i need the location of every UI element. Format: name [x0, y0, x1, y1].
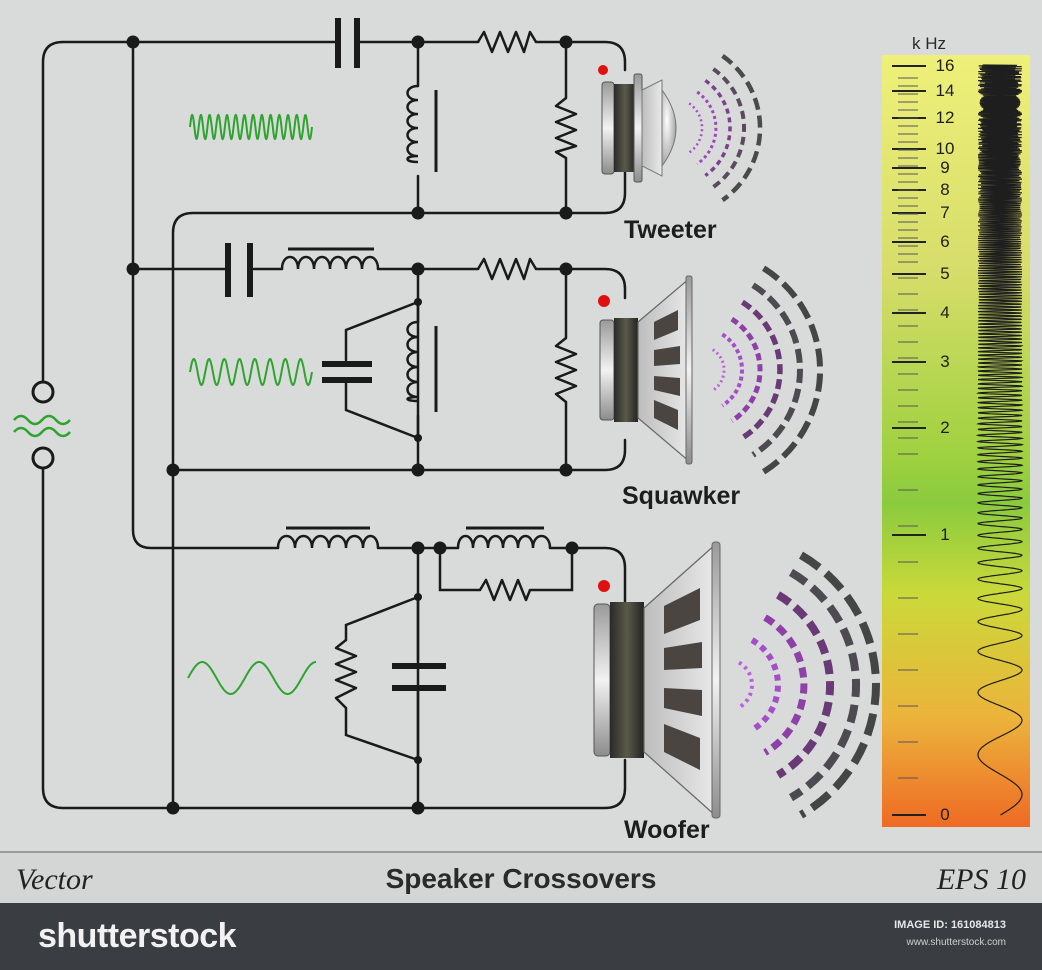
sound-arc: [688, 102, 704, 154]
sound-arc: [750, 637, 781, 733]
woofer-speaker: [593, 541, 721, 819]
sound-arc: [711, 348, 726, 392]
scale-tick-label: 16: [935, 56, 955, 75]
scale-tick-label: 6: [940, 232, 950, 251]
crossover-schematic: [13, 18, 1030, 827]
sound-arc: [704, 79, 732, 177]
capacitors: [225, 18, 446, 691]
resistors: [334, 30, 578, 709]
high-frequency-wave: [189, 113, 313, 141]
frequency-scale: [882, 55, 1030, 827]
tweeter-label: Tweeter: [624, 216, 717, 244]
sound-arc: [712, 67, 747, 189]
watermark-site: www.shutterstock.com: [906, 937, 1006, 948]
squawker-label: Squawker: [622, 482, 741, 510]
scale-tick-label: 0: [940, 805, 950, 824]
sound-arc: [798, 551, 880, 819]
sound-arc: [763, 614, 808, 756]
sound-arc: [762, 265, 823, 475]
scale-tick-label: 10: [935, 139, 955, 158]
squawker-speaker: [598, 275, 693, 465]
inductors: [276, 84, 552, 549]
woofer-label: Woofer: [624, 816, 710, 844]
scale-tick-label: 12: [935, 108, 955, 127]
scale-tick-label: 2: [940, 418, 950, 437]
sound-arc: [721, 54, 763, 202]
sound-arc: [737, 660, 754, 710]
scale-tick-label: 9: [940, 158, 950, 177]
scale-tick-label: 5: [940, 264, 950, 283]
tweeter-speaker: [598, 65, 677, 183]
sound-waves: [688, 54, 880, 819]
junction-dots: [126, 35, 579, 815]
scale-tick-label: 7: [940, 203, 950, 222]
input-terminals: [13, 380, 71, 470]
scale-unit-label: k Hz: [912, 34, 946, 53]
scale-tick-label: 3: [940, 352, 950, 371]
scale-tick-label: 4: [940, 303, 950, 322]
circuit-wires: [41, 40, 627, 810]
scale-tick-label: 14: [935, 81, 955, 100]
watermark-image-id: IMAGE ID: 161084813: [894, 919, 1006, 931]
signal-waves: [187, 113, 316, 695]
watermark-bar: shutterstock IMAGE ID: 161084813 www.shu…: [0, 903, 1042, 970]
sound-arc: [696, 90, 718, 166]
caption-bar: Vector Speaker Crossovers EPS 10: [0, 851, 1042, 903]
sound-arc: [751, 282, 803, 458]
caption-title: Speaker Crossovers: [385, 863, 657, 894]
caption-right: EPS 10: [936, 863, 1026, 896]
low-frequency-wave: [187, 661, 316, 695]
sound-arc: [788, 568, 860, 802]
frequency-chirp-wave: [975, 64, 1025, 816]
caption-left: Vector: [16, 863, 93, 896]
sound-arc: [721, 332, 745, 408]
scale-tick-label: 1: [940, 525, 950, 544]
sound-arc: [775, 591, 835, 779]
scale-tick-label: 8: [940, 180, 950, 199]
watermark-brand: shutterstock: [38, 917, 237, 955]
scale-ticks: [892, 65, 926, 816]
sound-arc: [730, 316, 763, 424]
sound-arc: [740, 299, 783, 441]
mid-frequency-wave: [189, 357, 313, 387]
